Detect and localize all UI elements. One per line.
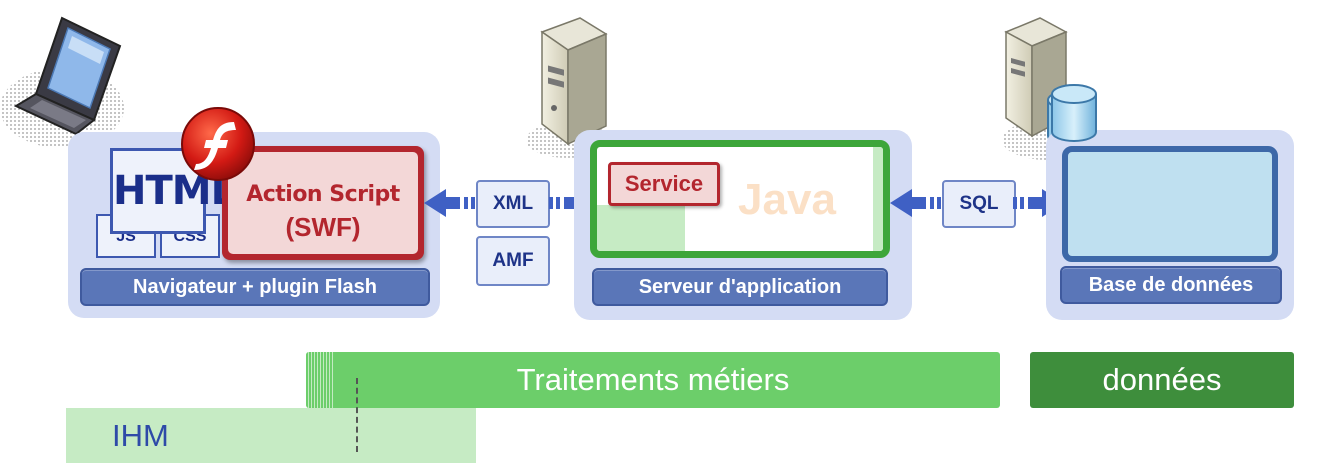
service-box: Service	[608, 162, 720, 206]
server-tier-label: Serveur d'application	[592, 268, 888, 306]
traitements-band	[306, 352, 1000, 408]
xml-badge: XML	[476, 180, 550, 228]
client-tier-label: Navigateur + plugin Flash	[80, 268, 430, 306]
sql-arrow-left	[890, 188, 942, 218]
database-cylinder-icon	[1046, 82, 1102, 146]
swf-block: Action Script (SWF)	[222, 146, 424, 260]
donnees-band: données	[1030, 352, 1294, 408]
database-tier-label: Base de données	[1060, 266, 1282, 304]
java-label: Java	[738, 175, 836, 224]
swf-title: Action Script	[246, 182, 400, 207]
laptop-icon	[0, 8, 142, 150]
sql-badge: SQL	[942, 180, 1016, 228]
dashed-divider	[356, 378, 358, 452]
swf-subtitle: (SWF)	[285, 212, 361, 242]
ihm-band	[66, 408, 476, 463]
database-container	[1062, 146, 1278, 262]
ihm-label: IHM	[112, 418, 169, 453]
amf-badge: AMF	[476, 236, 550, 286]
flash-logo-icon	[180, 106, 256, 182]
traitements-label: Traitements métiers	[516, 362, 790, 397]
xml-arrow-left	[424, 188, 476, 218]
